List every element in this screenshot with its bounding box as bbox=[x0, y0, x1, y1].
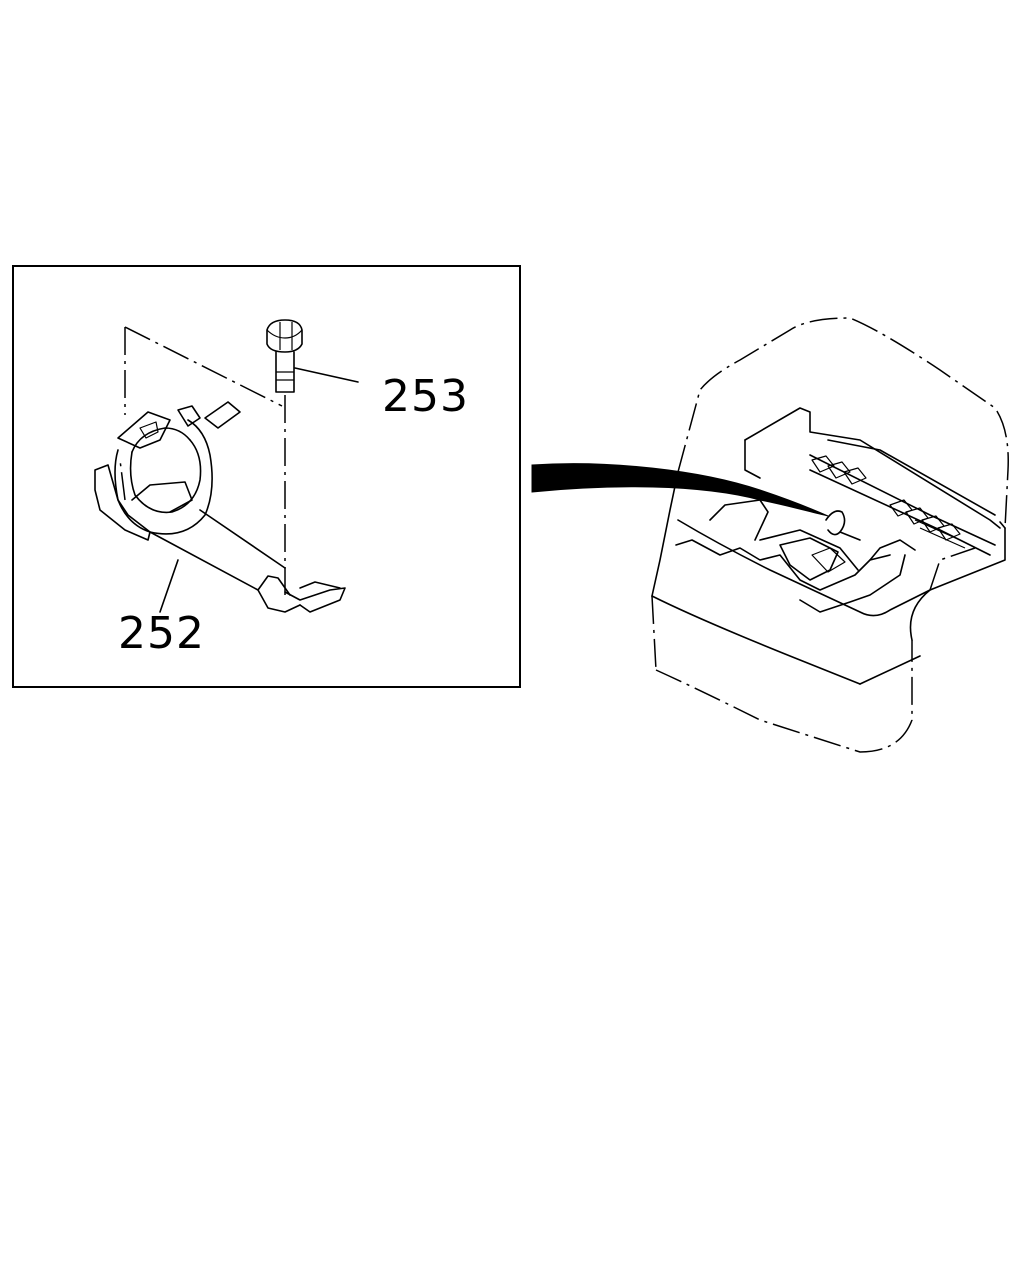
bolt-icon bbox=[266, 319, 359, 600]
callout-252: 252 bbox=[118, 608, 205, 659]
engine-outline bbox=[651, 317, 1009, 753]
callout-253: 253 bbox=[382, 371, 469, 422]
detail-inset-frame bbox=[12, 265, 521, 688]
clamp-bracket-icon bbox=[94, 326, 346, 613]
detail-pointer-arrow bbox=[531, 463, 829, 517]
